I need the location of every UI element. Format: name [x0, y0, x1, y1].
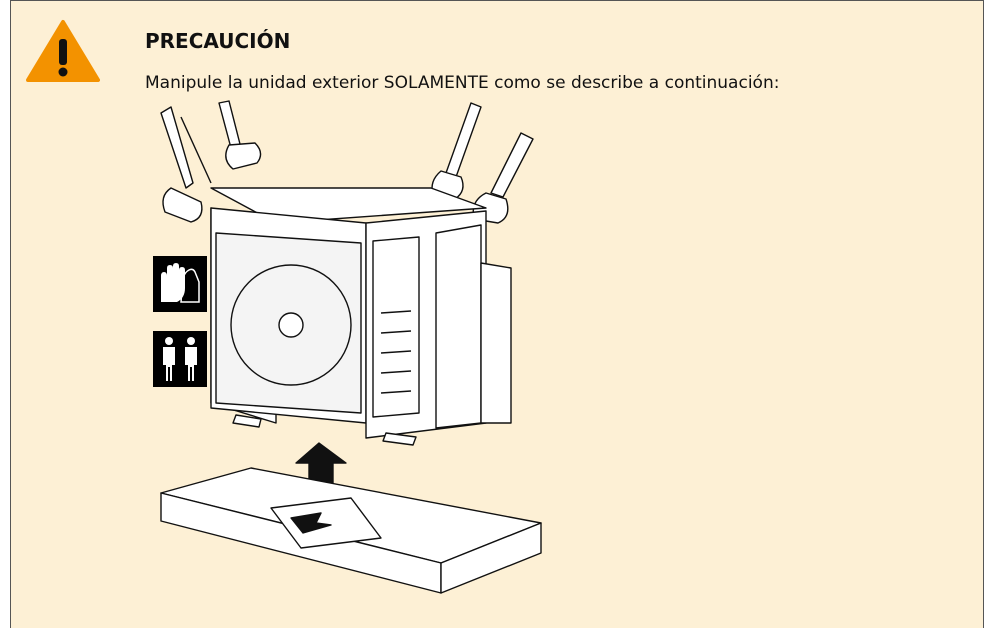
caution-text: Manipule la unidad exterior SOLAMENTE co…	[145, 73, 780, 93]
two-persons-icon	[163, 337, 197, 381]
caution-panel: PRECAUCIÓN Manipule la unidad exterior S…	[10, 0, 984, 628]
two-persons-sign	[153, 331, 207, 387]
outdoor-unit-handling-illustration	[160, 100, 542, 594]
gloves-sign	[153, 256, 207, 312]
caution-title: PRECAUCIÓN	[145, 29, 291, 53]
warning-triangle-icon	[26, 20, 100, 82]
gloves-icon	[161, 263, 200, 303]
